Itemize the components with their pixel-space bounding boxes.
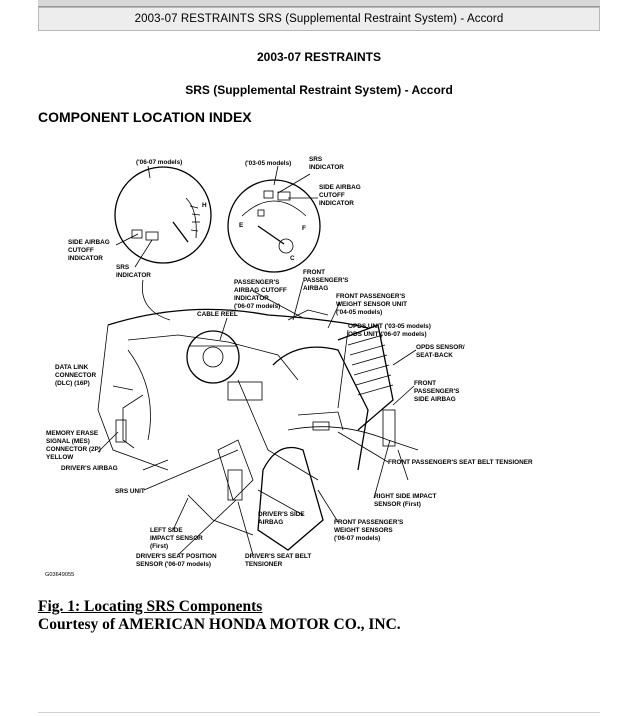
label-opds-unit-1: OPDS UNIT ('03-05 models) [348, 323, 431, 330]
label-pass-cutoff-2: AIRBAG CUTOFF [234, 287, 287, 294]
section-heading: COMPONENT LOCATION INDEX [38, 109, 252, 125]
top-bar [38, 0, 600, 7]
label-mes-4: YELLOW [46, 454, 74, 461]
vehicle-interior-sketch [97, 279, 419, 551]
label-pass-weight-2: WEIGHT SENSORS [334, 527, 393, 534]
label-drivers-airbag: DRIVER'S AIRBAG [61, 465, 118, 472]
label-opds-sensor-2: SEAT-BACK [416, 352, 453, 359]
label-pass-cutoff-1: PASSENGER'S [234, 279, 280, 286]
label-side-cutoff-r1: SIDE AIRBAG [319, 184, 361, 191]
label-drivers-side-airbag-2: AIRBAG [258, 519, 283, 526]
label-side-cutoff-l3: INDICATOR [68, 255, 103, 262]
gauge-h-label: H [202, 202, 207, 209]
label-seat-pos-1: DRIVER'S SEAT POSITION [136, 553, 217, 560]
label-side-airbag-right-1: FRONT [414, 380, 436, 387]
callout-labels: ('06-07 models) ('03-05 models) SRS INDI… [45, 156, 533, 578]
label-side-airbag-right-3: SIDE AIRBAG [414, 396, 456, 403]
label-weight-unit-1: FRONT PASSENGER'S [336, 293, 406, 300]
srs-component-diagram: H E F C [45, 156, 533, 578]
label-front-pass-airbag-1: FRONT [303, 269, 325, 276]
label-pass-cutoff-4: ('06-07 models) [234, 303, 280, 310]
label-opds-unit-2: ODS UNIT ('06-07 models) [348, 331, 427, 338]
document-subtitle: SRS (Supplemental Restraint System) - Ac… [185, 83, 453, 97]
label-drv-tensioner-1: DRIVER'S SEAT BELT [245, 553, 311, 560]
label-weight-unit-2: WEIGHT SENSOR UNIT [336, 301, 407, 308]
label-mes-2: SIGNAL (MES) [46, 438, 90, 445]
gauge-f-label: F [302, 225, 306, 232]
label-srs-unit: SRS UNIT [115, 488, 145, 495]
label-left-impact-3: (First) [150, 543, 168, 550]
document-title: 2003-07 RESTRAINTS [256, 50, 382, 64]
label-pass-weight-1: FRONT PASSENGER'S [334, 519, 404, 526]
label-front-pass-airbag-2: PASSENGER'S [303, 277, 349, 284]
label-mes-3: CONNECTOR (2P) [46, 446, 101, 453]
figure-caption: Fig. 1: Locating SRS Components [38, 598, 263, 615]
footer-rule [38, 712, 600, 713]
label-cable-reel: CABLE REEL [197, 311, 238, 318]
label-belt-tensioner-pass: FRONT PASSENGER'S SEAT BELT TENSIONER [388, 459, 533, 466]
gauge-c-label: C [290, 255, 295, 262]
gauge-0607: H [114, 166, 212, 264]
header-text: 2003-07 RESTRAINTS SRS (Supplemental Res… [134, 13, 504, 25]
label-dlc-3: (DLC) (16P) [55, 380, 90, 387]
label-weight-unit-3: ('04-05 models) [336, 309, 382, 316]
page-header: 2003-07 RESTRAINTS SRS (Supplemental Res… [38, 7, 600, 31]
label-models-0607: ('06-07 models) [136, 159, 182, 166]
gauge-0305: E F C [227, 179, 321, 273]
label-drivers-side-airbag-1: DRIVER'S SIDE [258, 511, 305, 518]
label-side-airbag-right-2: PASSENGER'S [414, 388, 460, 395]
label-side-cutoff-r2: CUTOFF [319, 192, 345, 199]
gauge-e-label: E [239, 222, 244, 229]
label-side-cutoff-l1: SIDE AIRBAG [68, 239, 110, 246]
label-left-impact-2: IMPACT SENSOR [150, 535, 203, 542]
label-dlc-1: DATA LINK [55, 364, 89, 371]
leader-lines [97, 165, 417, 556]
label-side-cutoff-r3: INDICATOR [319, 200, 354, 207]
label-mes-1: MEMORY ERASE [46, 430, 99, 437]
label-pass-cutoff-3: INDICATOR [234, 295, 269, 302]
label-side-cutoff-l2: CUTOFF [68, 247, 94, 254]
label-right-impact-2: SENSOR (First) [374, 501, 421, 508]
label-dlc-2: CONNECTOR [55, 372, 96, 379]
label-srs-indicator-left-1: SRS [116, 264, 130, 271]
figure-courtesy: Courtesy of AMERICAN HONDA MOTOR CO., IN… [38, 616, 401, 633]
label-pass-weight-3: ('06-07 models) [334, 535, 380, 542]
label-left-impact-1: LEFT SIDE [150, 527, 183, 534]
label-seat-pos-2: SENSOR ('06-07 models) [136, 561, 211, 568]
label-srs-indicator-left-2: INDICATOR [116, 272, 151, 279]
label-opds-sensor-1: OPDS SENSOR/ [416, 344, 465, 351]
label-srs-indicator-top-1: SRS [309, 156, 323, 163]
label-srs-indicator-top-2: INDICATOR [309, 164, 344, 171]
label-front-pass-airbag-3: AIRBAG [303, 285, 328, 292]
label-figure-code: G03649055 [45, 572, 74, 578]
label-models-0305: ('03-05 models) [245, 160, 291, 167]
label-right-impact-1: RIGHT SIDE IMPACT [374, 493, 436, 500]
label-drv-tensioner-2: TENSIONER [245, 561, 283, 568]
